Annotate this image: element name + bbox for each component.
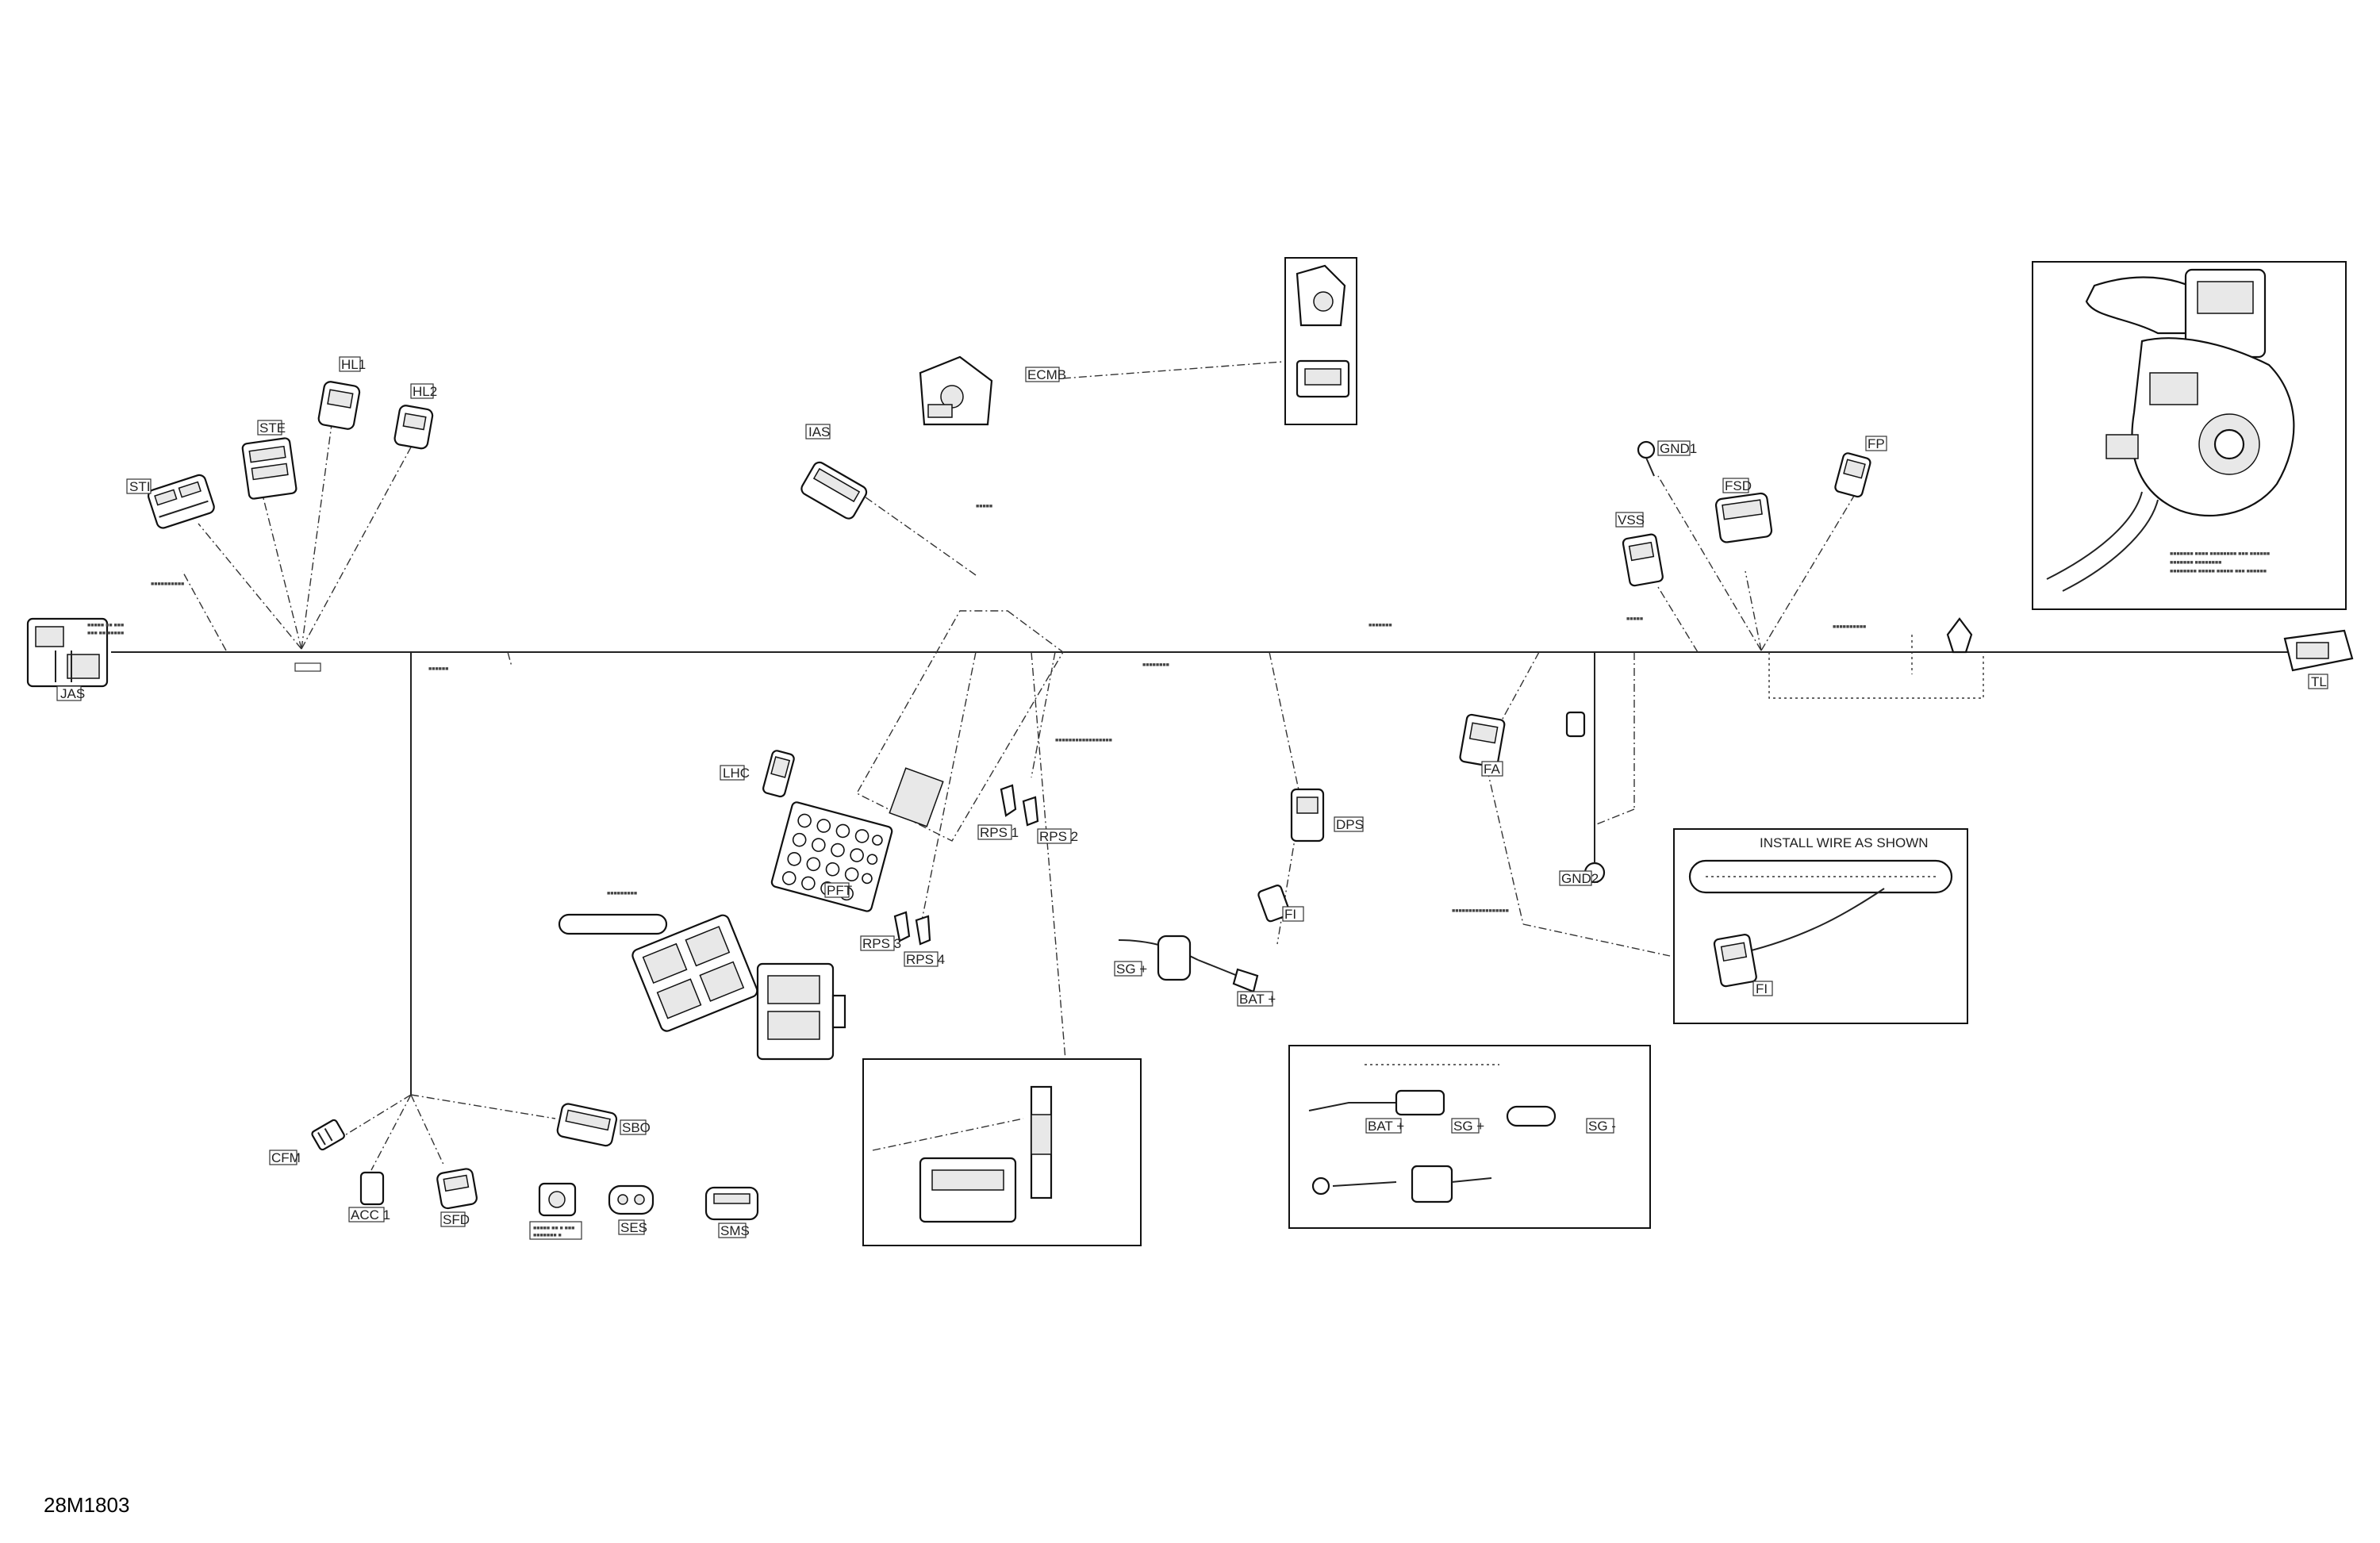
lower-fan-branches xyxy=(332,1094,556,1171)
svg-text:■■■■■: ■■■■■ xyxy=(976,504,992,509)
svg-text:■■■■■■■■■■: ■■■■■■■■■■ xyxy=(151,582,184,587)
ste-connector xyxy=(241,437,298,500)
fuse-tube xyxy=(558,913,668,935)
label-bat: BAT + xyxy=(1239,992,1276,1007)
rps-terminals xyxy=(893,784,1039,946)
ecm-connector xyxy=(756,962,846,1061)
sms-connector xyxy=(704,1186,759,1221)
svg-text:■■■■■■■ ■■■■■■■■: ■■■■■■■ ■■■■■■■■ xyxy=(2170,560,2221,566)
central-branches xyxy=(840,360,1671,1080)
acc1-connector xyxy=(359,1171,385,1206)
label-lhc: LHC xyxy=(723,766,750,781)
label-cfm: CFM xyxy=(271,1150,301,1165)
label-jas: JAS xyxy=(60,686,85,701)
sfd-connector xyxy=(436,1168,478,1210)
cfm-connector xyxy=(311,1119,345,1151)
svg-text:■■■ ■■ ■■■■■: ■■■ ■■ ■■■■■ xyxy=(87,631,124,636)
svg-text:SG +: SG + xyxy=(1453,1119,1484,1134)
label-rps4: RPS 4 xyxy=(906,952,945,967)
hl2-connector xyxy=(393,405,434,450)
sbo-connector xyxy=(556,1103,618,1147)
fi-connector-detail xyxy=(1713,934,1757,988)
svg-text:■■■■■■■■■■■■■■■■■: ■■■■■■■■■■■■■■■■■ xyxy=(1452,908,1509,914)
label-hl2: HL2 xyxy=(413,384,437,399)
label-rps3: RPS 3 xyxy=(862,936,901,951)
svg-text:■■■■■■■ ■: ■■■■■■■ ■ xyxy=(533,1233,562,1238)
svg-text:■■■■■: ■■■■■ xyxy=(1626,616,1643,622)
figure-id: 28M1803 xyxy=(44,1493,130,1517)
label-fi: FI xyxy=(1284,907,1296,922)
note-jas: ■■■■■ ■■ ■■■ xyxy=(87,623,124,628)
label-sti: STI xyxy=(129,479,150,494)
dps-connector xyxy=(1290,788,1325,843)
svg-text:■■■■■■■: ■■■■■■■ xyxy=(1368,623,1392,628)
svg-text:FI: FI xyxy=(1756,981,1768,996)
vss-connector xyxy=(1622,533,1664,587)
ias-connector xyxy=(800,461,868,520)
lhc-connector xyxy=(762,750,795,798)
fuse-mesh xyxy=(889,767,944,827)
label-ses: SES xyxy=(620,1220,647,1235)
svg-text:■■■■■ ■■ ■ ■■■: ■■■■■ ■■ ■ ■■■ xyxy=(533,1226,574,1231)
hl1-connector xyxy=(317,381,361,430)
jas-connector xyxy=(26,617,109,688)
label-tl: TL xyxy=(2311,674,2327,689)
label-sg1: SG + xyxy=(1116,961,1147,977)
label-ste: STE xyxy=(259,420,286,436)
svg-text:■■■■■■■ ■■■■ ■■■■■■■■ ■■■ ■■■■: ■■■■■■■ ■■■■ ■■■■■■■■ ■■■ ■■■■■■ xyxy=(2170,551,2270,557)
left-fan-branches xyxy=(182,412,512,667)
label-gnd2: GND2 xyxy=(1561,871,1599,886)
svg-text:■■■■■■■■: ■■■■■■■■ xyxy=(1142,662,1169,668)
fuel-connector xyxy=(1257,885,1291,923)
label-sms: SMS xyxy=(720,1223,750,1238)
tl-connector xyxy=(2283,629,2354,672)
label-hl1: HL1 xyxy=(341,357,366,372)
gnd2-terminal xyxy=(1565,711,1606,884)
label-pft: PFT xyxy=(827,883,852,898)
engine-assembly xyxy=(2046,268,2295,592)
svg-text:BAT +: BAT + xyxy=(1368,1119,1404,1134)
label-sbo: SBO xyxy=(622,1120,651,1135)
trunk-annotations: ■■■■■■■■■■ ■■■■■■ ■■■■■■■■ ■■■■■■■ ■■■■■… xyxy=(151,504,1866,914)
svg-text:■■■■■■■■■: ■■■■■■■■■ xyxy=(607,891,637,896)
label-gnd1: GND1 xyxy=(1660,441,1697,456)
label-fp: FP xyxy=(1868,436,1885,451)
battery-detail-box xyxy=(1288,1045,1651,1229)
label-rps1: RPS 1 xyxy=(980,825,1019,840)
svg-text:■■■■■■: ■■■■■■ xyxy=(428,666,448,672)
label-sfd: SFD xyxy=(443,1212,470,1227)
label-acc1: ACC 1 xyxy=(351,1207,390,1223)
ecmb-connector xyxy=(919,355,993,426)
ses-connector xyxy=(608,1184,654,1215)
label-fsd: FSD xyxy=(1725,478,1752,493)
gnd1-terminal xyxy=(1637,440,1656,477)
sti-connector xyxy=(147,474,215,529)
label-vss: VSS xyxy=(1618,512,1645,528)
harness-clip xyxy=(1946,617,1973,654)
label-dps: DPS xyxy=(1336,817,1364,832)
relay-block xyxy=(631,914,758,1032)
label-sg2: SG - xyxy=(1588,1119,1616,1134)
label-ecmb: ECMB xyxy=(1027,367,1066,382)
pft-fuse-block xyxy=(770,801,893,912)
fsd-connector xyxy=(1714,492,1773,543)
svg-text:■■■■■■■■■■: ■■■■■■■■■■ xyxy=(1833,624,1866,630)
label-ias: IAS xyxy=(808,424,830,439)
svg-text:■■■■■■■■ ■■■■■ ■■■■■ ■■■ ■■■■■: ■■■■■■■■ ■■■■■ ■■■■■ ■■■ ■■■■■■ xyxy=(2170,569,2267,574)
sgp-connector xyxy=(538,1182,577,1217)
fa-connector xyxy=(1459,713,1506,768)
install-wire-callout: INSTALL WIRE AS SHOWN xyxy=(1760,835,1929,850)
right-branches xyxy=(1594,475,1984,857)
label-fa: FA xyxy=(1484,762,1500,777)
label-rps2: RPS 2 xyxy=(1039,829,1078,844)
svg-text:■■■■■■■■■■■■■■■■■: ■■■■■■■■■■■■■■■■■ xyxy=(1055,738,1112,743)
fp-connector xyxy=(1834,452,1871,498)
